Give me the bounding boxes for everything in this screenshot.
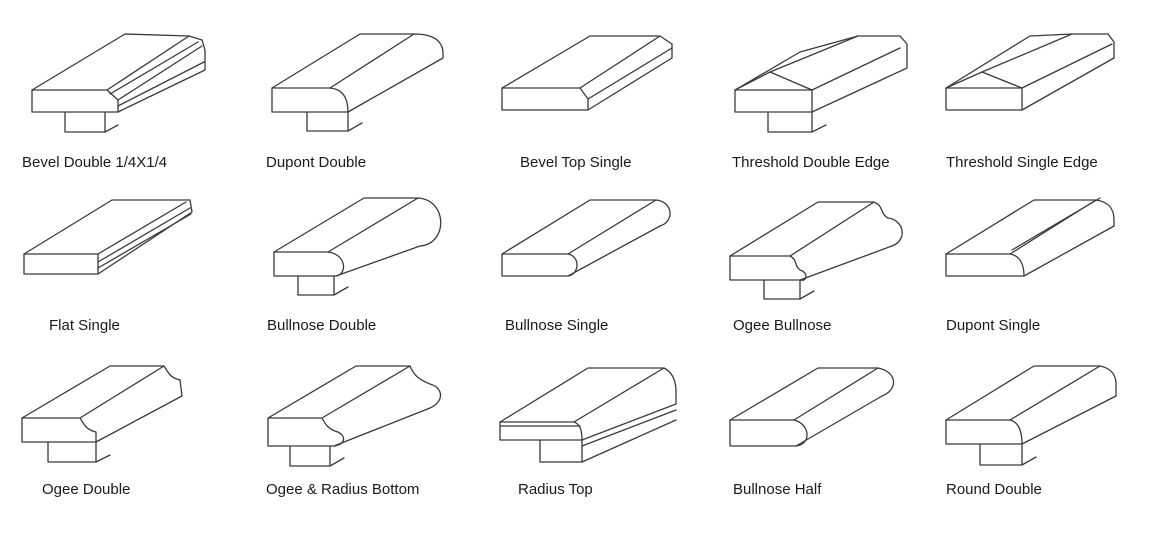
label-bevel-top-single: Bevel Top Single [520,154,632,171]
radius-top-profile [499,367,677,463]
label-flat-single: Flat Single [49,317,120,334]
label-dupont-double: Dupont Double [266,154,367,171]
label-ogee-bullnose: Ogee Bullnose [733,317,832,334]
ogee-radius-bottom-profile [267,365,442,467]
threshold-double-edge-profile [734,35,908,133]
dupont-double-profile [271,33,444,132]
threshold-single-edge-profile [945,33,1115,111]
ogee-double-profile [21,365,183,463]
label-dupont-single: Dupont Single [946,317,1041,334]
label-bullnose-double: Bullnose Double [267,317,377,334]
bullnose-double-profile [273,197,442,296]
label-round-double: Round Double [946,481,1042,498]
label-bevel-double: Bevel Double 1/4X1/4 [22,154,168,171]
dupont-single-profile [945,197,1115,277]
label-bullnose-single: Bullnose Single [505,317,609,334]
label-ogee-double: Ogee Double [42,481,131,498]
label-threshold-double-edge: Threshold Double Edge [732,154,890,171]
flat-single-profile [23,199,193,275]
bevel-top-single-profile [501,35,673,111]
bullnose-half-profile [729,367,895,447]
ogee-bullnose-profile [729,201,903,300]
bevel-double-profile [31,33,206,133]
bullnose-single-profile [501,199,671,277]
round-double-profile [945,365,1117,466]
label-ogee-radius-bottom: Ogee & Radius Bottom [266,481,420,498]
label-threshold-single-edge: Threshold Single Edge [946,154,1098,171]
label-bullnose-half: Bullnose Half [733,481,822,498]
label-radius-top: Radius Top [518,481,593,498]
